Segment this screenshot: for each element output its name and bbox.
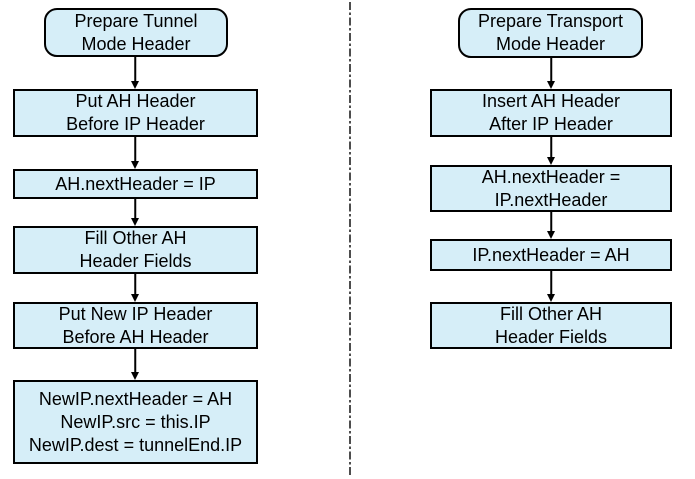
arrow-head-icon — [131, 372, 139, 380]
column-separator-dashed-line — [349, 2, 351, 476]
node-ip-nextheader-equals-ah: IP.nextHeader = AH — [430, 239, 672, 271]
arrow-line — [550, 137, 552, 158]
node-insert-ah-header-after-ip-header: Insert AH Header After IP Header — [430, 89, 672, 137]
flow-arrow-down — [130, 349, 140, 380]
flow-arrow-down — [130, 274, 140, 302]
flow-arrow-down — [546, 58, 556, 89]
arrow-line — [134, 349, 136, 373]
arrow-line — [550, 212, 552, 232]
node-prepare-tunnel-mode-header: Prepare Tunnel Mode Header — [44, 8, 228, 57]
node-put-new-ip-header-before-ah-header: Put New IP Header Before AH Header — [13, 302, 258, 349]
flow-arrow-down — [130, 57, 140, 89]
arrow-head-icon — [547, 231, 555, 239]
arrow-head-icon — [131, 218, 139, 226]
arrow-head-icon — [547, 157, 555, 165]
node-fill-other-ah-header-fields-left: Fill Other AH Header Fields — [13, 226, 258, 274]
arrow-line — [134, 57, 136, 82]
arrow-head-icon — [131, 161, 139, 169]
flow-arrow-down — [130, 199, 140, 226]
flow-arrow-down — [130, 137, 140, 169]
node-prepare-transport-mode-header: Prepare Transport Mode Header — [458, 8, 643, 58]
node-ah-nextheader-equals-ip: AH.nextHeader = IP — [13, 169, 258, 199]
flow-arrow-down — [546, 137, 556, 165]
node-fill-other-ah-header-fields-right: Fill Other AH Header Fields — [430, 302, 672, 349]
arrow-line — [134, 137, 136, 162]
arrow-head-icon — [131, 81, 139, 89]
arrow-line — [134, 199, 136, 219]
arrow-line — [550, 58, 552, 82]
flow-arrow-down — [546, 212, 556, 239]
node-put-ah-header-before-ip-header: Put AH Header Before IP Header — [13, 89, 258, 137]
flow-arrow-down — [546, 271, 556, 302]
arrow-line — [550, 271, 552, 295]
arrow-head-icon — [547, 81, 555, 89]
arrow-line — [134, 274, 136, 295]
arrow-head-icon — [547, 294, 555, 302]
node-newip-field-assignments: NewIP.nextHeader = AH NewIP.src = this.I… — [13, 380, 258, 464]
arrow-head-icon — [131, 294, 139, 302]
node-ah-nextheader-equals-ip-nextheader: AH.nextHeader = IP.nextHeader — [430, 165, 672, 212]
